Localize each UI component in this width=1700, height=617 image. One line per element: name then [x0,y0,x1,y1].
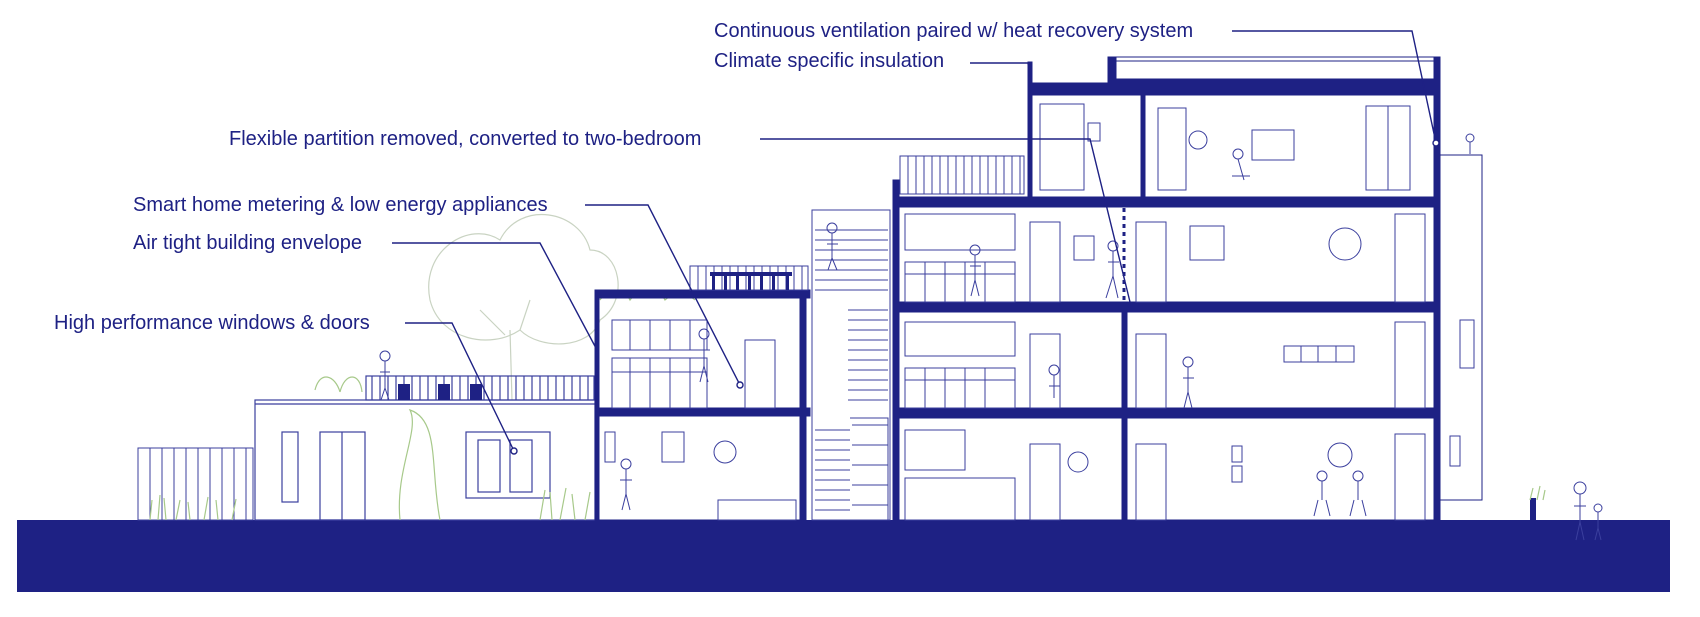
leader-partition [760,138,1131,303]
main-building [594,56,1483,521]
leader-windows-end [510,447,518,455]
annotation-insulation: Climate specific insulation [714,50,945,72]
leader-windows [405,322,515,452]
leader-insulation [970,62,1031,85]
annotation-ventilation: Continuous ventilation paired w/ heat re… [714,20,1194,42]
background-tree [428,214,619,401]
garden-fence [137,447,254,521]
stair-core [811,209,891,521]
ground-step [1545,512,1670,520]
leader-metering [585,204,741,386]
annotation-metering: Smart home metering & low energy applian… [133,194,548,216]
pavilion-chairs [398,384,482,400]
annotation-airtight: Air tight building envelope [133,232,363,254]
people [379,133,1603,541]
leader-metering-end [736,381,744,389]
ground-slab [17,520,1670,592]
leader-ventilation-end [1432,139,1440,147]
interior-furnishings [604,103,1475,521]
roof-dining-set [710,272,792,290]
street-curb [1530,498,1536,520]
leader-ventilation [1232,30,1437,144]
leader-airtight [392,242,598,351]
annotation-partition: Flexible partition removed, converted to… [229,128,702,150]
leader-lines [392,30,1440,455]
annotation-windows: High performance windows & doors [54,312,370,334]
